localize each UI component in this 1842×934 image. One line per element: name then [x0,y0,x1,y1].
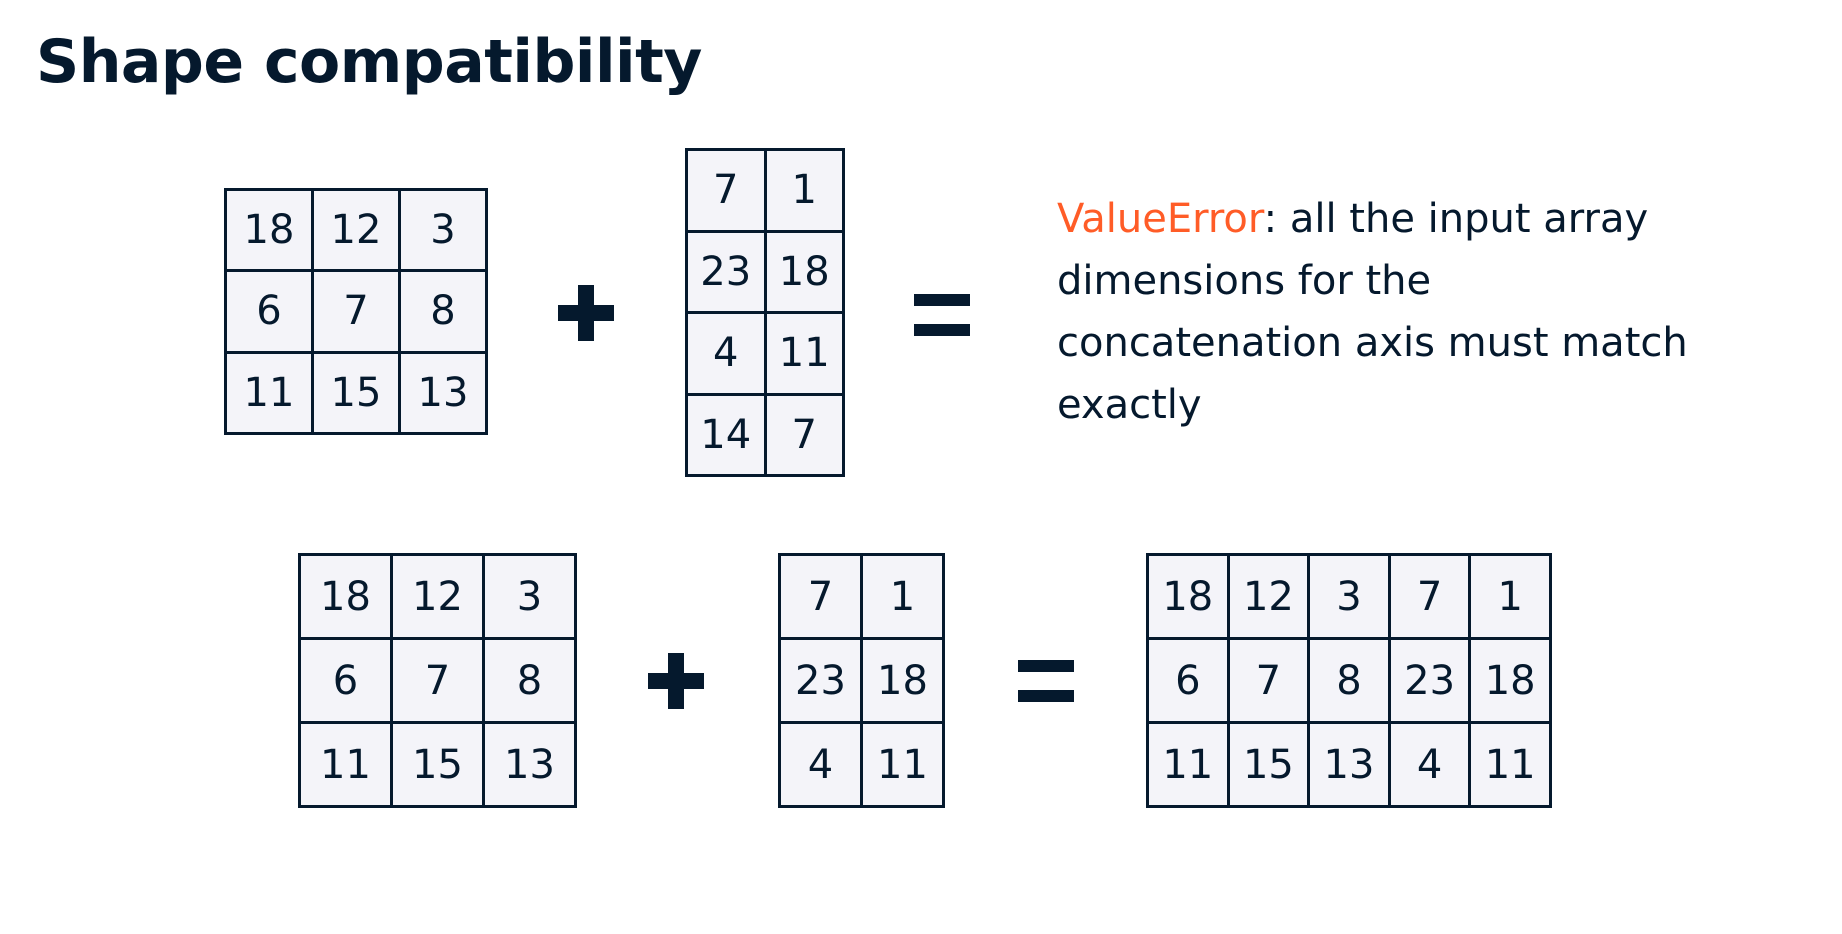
error-name: ValueError [1057,196,1264,242]
array-cell: 12 [393,556,482,637]
array-cell: 3 [1310,556,1388,637]
equals-icon [1018,660,1074,702]
array-cell: 23 [1390,640,1469,721]
array-cell: 23 [781,640,860,721]
array-cell: 11 [1149,724,1227,805]
array-cell: 1 [1471,556,1549,637]
array-cell: 4 [781,724,860,805]
array-cell: 7 [781,556,860,637]
array-cell: 18 [863,640,942,721]
array-cell: 12 [314,191,398,270]
array-cell: 18 [301,556,390,637]
array-cell: 3 [485,556,574,637]
array-cell: 18 [1471,640,1549,721]
error-message: ValueError: all the input array dimensio… [1057,188,1717,436]
array-cell: 7 [393,640,482,721]
array-cell: 11 [301,724,390,805]
array-cell: 7 [766,395,842,474]
array-cell: 18 [227,191,311,270]
array-cell: 7 [1229,640,1308,721]
array-cell: 7 [1390,556,1469,637]
array-cell: 8 [485,640,574,721]
array-cell: 4 [1390,724,1469,805]
array-cell: 6 [227,272,311,351]
array-cell: 15 [393,724,482,805]
array-cell: 15 [1229,724,1308,805]
array-cell: 6 [301,640,390,721]
equals-icon [914,294,970,336]
plus-icon [558,285,614,341]
array-cell: 15 [314,353,398,432]
array-cell: 11 [863,724,942,805]
array-cell: 8 [401,272,485,351]
array-cell: 11 [766,314,842,393]
array-cell: 13 [485,724,574,805]
array-cell: 18 [766,232,842,311]
array-cell: 3 [401,191,485,270]
array-cell: 6 [1149,640,1227,721]
array-cell: 18 [1149,556,1227,637]
array-cell: 1 [863,556,942,637]
array-cell: 12 [1229,556,1308,637]
array-cell: 13 [1310,724,1388,805]
array-cell: 11 [1471,724,1549,805]
array-cell: 14 [688,395,764,474]
array-cell: 7 [688,151,764,230]
array-cell: 13 [401,353,485,432]
plus-icon [648,653,704,709]
array-cell: 8 [1310,640,1388,721]
array-cell: 4 [688,314,764,393]
error-detail: : all the input array dimensions for the… [1057,196,1688,428]
array-cell: 11 [227,353,311,432]
array-cell: 1 [766,151,842,230]
array-cell: 23 [688,232,764,311]
array-cell: 7 [314,272,398,351]
page-title: Shape compatibility [36,27,702,97]
